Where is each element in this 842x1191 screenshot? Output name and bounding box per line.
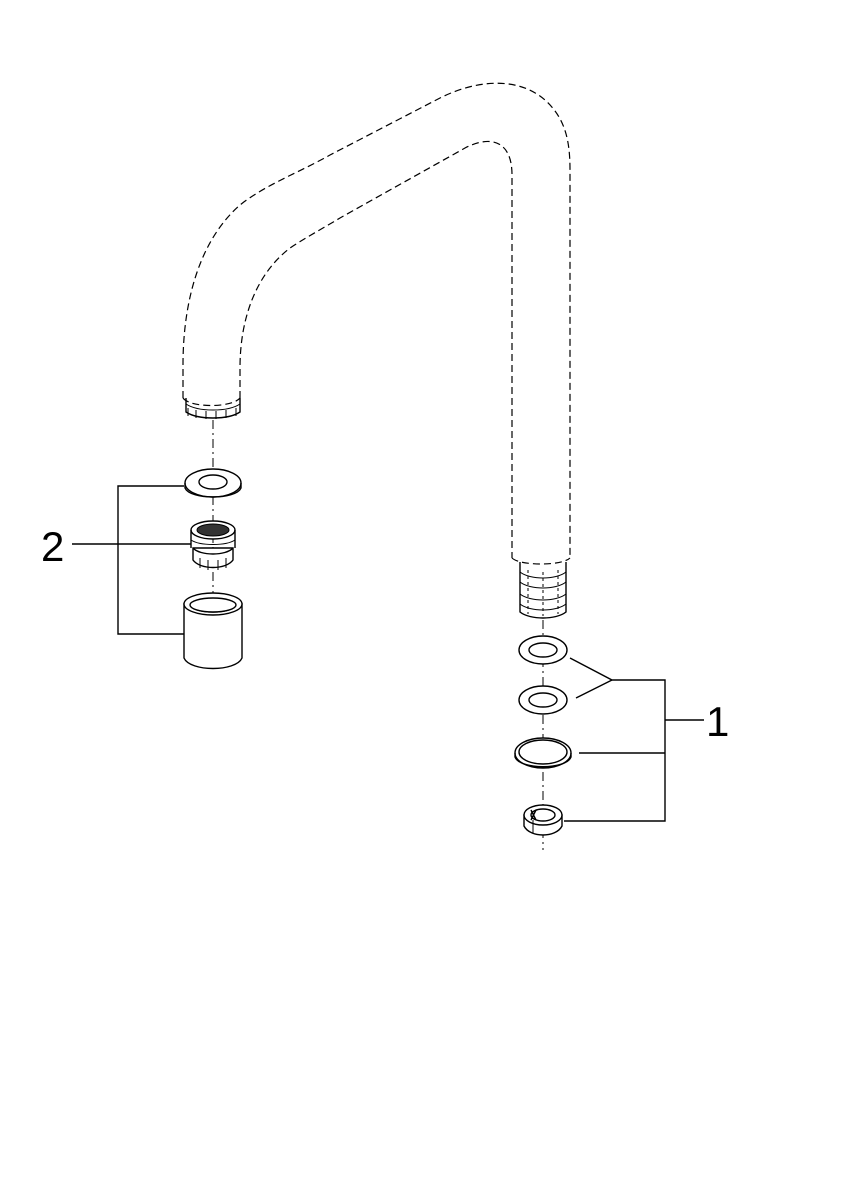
aerator-insert	[190, 520, 236, 570]
callout-1-leader	[564, 657, 704, 822]
callout-2-label: 2	[41, 523, 64, 570]
seal-washer-upper	[518, 635, 568, 665]
o-ring	[514, 737, 572, 769]
seal-washer-lower	[518, 685, 568, 715]
callout-1-label: 1	[706, 698, 729, 745]
spout-outlet-thread	[185, 398, 241, 419]
aerator-washer	[184, 468, 242, 498]
spout-base-thread	[511, 557, 571, 619]
aerator-housing	[183, 592, 243, 670]
split-ring	[523, 804, 563, 836]
callout-2-leader	[72, 485, 191, 635]
